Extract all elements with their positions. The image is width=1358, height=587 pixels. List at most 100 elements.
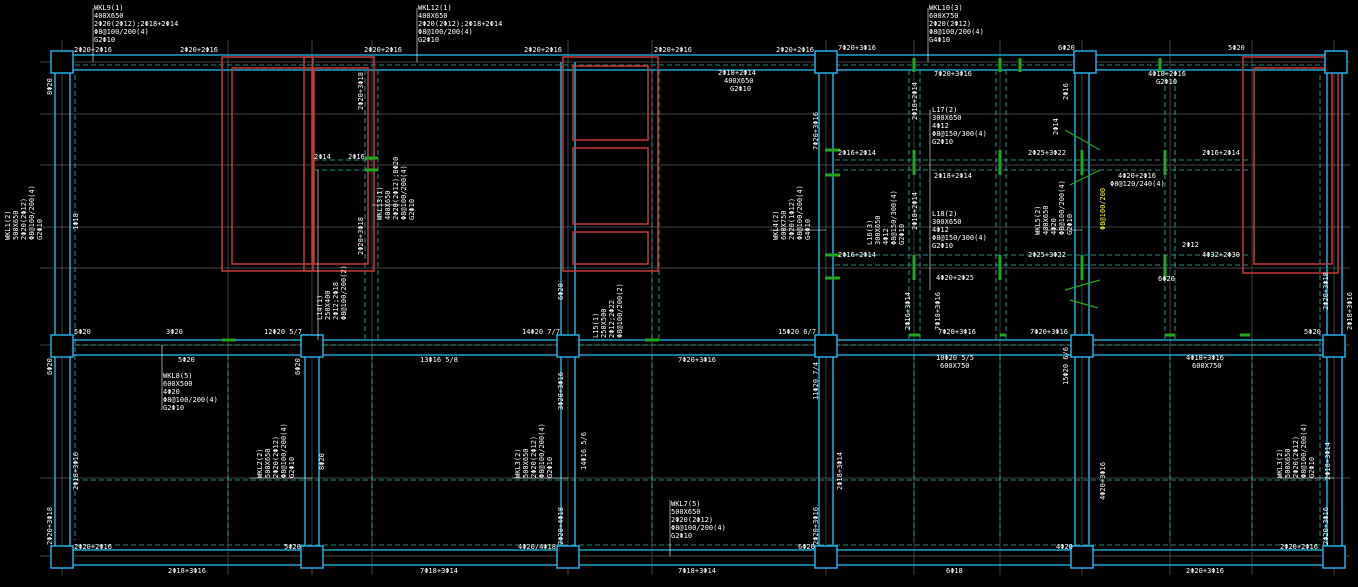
svg-text:2Φ18+2Φ14: 2Φ18+2Φ14 [911,192,919,230]
svg-text:2Φ18+3Φ16: 2Φ18+3Φ16 [72,452,80,490]
svg-text:2Φ20+2Φ16: 2Φ20+2Φ16 [524,46,562,54]
svg-text:G2Φ10: G2Φ10 [898,224,906,245]
svg-text:G2Φ10: G2Φ10 [546,457,554,478]
svg-text:2Φ12;2Φ22: 2Φ12;2Φ22 [608,300,616,338]
svg-text:13Φ16 5/8: 13Φ16 5/8 [420,356,458,364]
svg-text:2Φ20(2Φ12): 2Φ20(2Φ12) [929,20,971,28]
svg-text:2Φ20+2Φ16: 2Φ20+2Φ16 [74,46,112,54]
svg-text:4Φ20/4Φ18: 4Φ20/4Φ18 [518,543,556,551]
svg-text:Φ8@100/200(4): Φ8@100/200(4) [929,28,984,36]
svg-text:2Φ18+3Φ16: 2Φ18+3Φ16 [168,567,206,575]
svg-text:2Φ20(2Φ12): 2Φ20(2Φ12) [20,198,28,240]
svg-text:2Φ20(2Φ12): 2Φ20(2Φ12) [530,436,538,478]
frame-beams [54,54,1343,566]
svg-text:4Φ12: 4Φ12 [882,228,890,245]
svg-text:G2Φ10: G2Φ10 [94,36,115,44]
svg-text:4Φ20+2Φ25: 4Φ20+2Φ25 [936,274,974,282]
svg-text:2Φ20+2Φ16: 2Φ20+2Φ16 [1280,543,1318,551]
svg-text:4Φ20+3Φ16: 4Φ20+3Φ16 [1099,462,1107,500]
rebar-highlights [222,58,1250,342]
secondary-beams [74,64,1330,546]
svg-text:2Φ16+2Φ14: 2Φ16+2Φ14 [838,251,876,259]
svg-text:250X400: 250X400 [324,290,332,320]
svg-text:2Φ20(2Φ12);2Φ18+2Φ14: 2Φ20(2Φ12);2Φ18+2Φ14 [418,20,502,28]
svg-text:5Φ20: 5Φ20 [1228,44,1245,52]
svg-text:2Φ20+3Φ18: 2Φ20+3Φ18 [1322,272,1330,310]
axis-grid [40,40,1350,575]
svg-text:Φ8@150/300(4): Φ8@150/300(4) [932,130,987,138]
svg-text:6Φ18: 6Φ18 [946,567,963,575]
svg-text:2Φ20+2Φ16: 2Φ20+2Φ16 [180,46,218,54]
svg-text:Φ8@100/200(4): Φ8@100/200(4) [1058,180,1066,235]
svg-text:400X650: 400X650 [418,12,448,20]
svg-text:400X650: 400X650 [1042,205,1050,235]
svg-text:4Φ12: 4Φ12 [932,226,949,234]
svg-text:7Φ20+3Φ16: 7Φ20+3Φ16 [934,70,972,78]
svg-text:250X500: 250X500 [600,308,608,338]
svg-text:4Φ18+3Φ16: 4Φ18+3Φ16 [1186,354,1224,362]
highlighted-stirrup-label: Φ8@100/200 [1099,188,1107,230]
beam-annotation-wkl4: WKL4(2) 600X750 2Φ20(1Φ12) Φ8@100/200(4)… [772,185,812,240]
svg-text:5Φ20: 5Φ20 [74,328,91,336]
svg-text:2Φ20+3Φ18: 2Φ20+3Φ18 [357,217,365,255]
svg-text:L14(1): L14(1) [316,295,324,320]
svg-text:G2Φ10: G2Φ10 [288,457,296,478]
svg-text:Φ8@100/200(4): Φ8@100/200(4) [28,185,36,240]
svg-text:1Φ18: 1Φ18 [72,213,80,230]
rebar-labels-bottom: 2Φ20+2Φ16 5Φ20 4Φ20/4Φ18 6Φ20 4Φ20 2Φ20+… [74,543,1318,575]
svg-text:Φ8@100/200(2): Φ8@100/200(2) [616,283,624,338]
svg-text:7Φ20+3Φ16: 7Φ20+3Φ16 [812,112,820,150]
svg-text:4Φ20: 4Φ20 [1050,218,1058,235]
svg-text:400X650: 400X650 [724,77,754,85]
svg-text:G2Φ10: G2Φ10 [163,404,184,412]
svg-text:G2Φ10: G2Φ10 [418,36,439,44]
svg-text:7Φ18+3Φ14: 7Φ18+3Φ14 [420,567,458,575]
svg-text:Φ8@150/300(4): Φ8@150/300(4) [890,190,898,245]
svg-text:400X650: 400X650 [384,190,392,220]
svg-text:12Φ20 5/7: 12Φ20 5/7 [264,328,302,336]
svg-text:300X650: 300X650 [932,218,962,226]
svg-text:6Φ20: 6Φ20 [1058,44,1075,52]
svg-text:2Φ20+3Φ16: 2Φ20+3Φ16 [1322,507,1330,545]
svg-text:G4Φ10: G4Φ10 [804,219,812,240]
svg-text:2Φ25+3Φ22: 2Φ25+3Φ22 [1028,251,1066,259]
svg-text:4Φ20: 4Φ20 [163,388,180,396]
svg-text:WKL2(2): WKL2(2) [256,448,264,478]
svg-text:300X650: 300X650 [932,114,962,122]
svg-text:600X750: 600X750 [780,210,788,240]
svg-text:2Φ20+3Φ16: 2Φ20+3Φ16 [812,507,820,545]
beam-annotation-wkl10: WKL10(3) 600X750 2Φ20(2Φ12) Φ8@100/200(4… [929,4,984,44]
svg-text:WKL13(1): WKL13(1) [376,186,384,220]
svg-text:WKL12(1): WKL12(1) [418,4,452,12]
svg-text:2Φ18+3Φ14: 2Φ18+3Φ14 [836,452,844,490]
beam-annotation-wkl3: WKL3(2) 500X650 2Φ20(2Φ12) Φ8@100/200(4)… [514,423,554,478]
svg-text:15Φ20 6/7: 15Φ20 6/7 [778,328,816,336]
svg-text:4Φ12: 4Φ12 [932,122,949,130]
svg-text:6Φ20: 6Φ20 [557,283,565,300]
svg-text:7Φ20+3Φ16: 7Φ20+3Φ16 [678,356,716,364]
svg-text:2Φ20(1Φ12): 2Φ20(1Φ12) [788,198,796,240]
leader-lines [92,8,1334,556]
svg-text:WKL9(1): WKL9(1) [94,4,124,12]
svg-text:600X750: 600X750 [1192,362,1222,370]
svg-text:14Φ16 5/6: 14Φ16 5/6 [580,432,588,470]
beam-annotation-wkl9: WKL9(1) 400X650 2Φ20(2Φ12);2Φ18+2Φ14 Φ8@… [94,4,178,44]
svg-text:G2Φ10: G2Φ10 [1066,214,1074,235]
beam-annotation-wkl8: WKL8(5) 600X500 4Φ20 Φ8@100/200(4) G2Φ10 [163,372,218,412]
svg-text:3Φ20: 3Φ20 [166,328,183,336]
beam-annotation-l14: L14(1) 250X400 2Φ12;2Φ18 Φ8@100/200(2) [316,265,348,320]
svg-text:2Φ18+2Φ14: 2Φ18+2Φ14 [718,69,756,77]
svg-text:G2Φ10: G2Φ10 [932,242,953,250]
svg-text:500X650: 500X650 [12,210,20,240]
svg-text:WKL5(2): WKL5(2) [1034,205,1042,235]
svg-text:Φ8@100/200(4): Φ8@100/200(4) [280,423,288,478]
rebar-labels-top: 2Φ20+2Φ16 2Φ20+2Φ16 2Φ20+2Φ16 2Φ20+2Φ16 … [74,44,1245,54]
rebar-labels-mid: 5Φ20 3Φ20 12Φ20 5/7 14Φ20 7/7 15Φ20 6/7 … [74,328,1321,370]
svg-text:15Φ20 6/6: 15Φ20 6/6 [1062,347,1070,385]
beam-annotation-l18: L18(2) 300X650 4Φ12 Φ8@150/300(4) G2Φ10 [932,210,987,250]
svg-text:WKL3(2): WKL3(2) [514,448,522,478]
svg-text:500X650: 500X650 [264,448,272,478]
svg-text:2Φ16+3Φ14: 2Φ16+3Φ14 [904,292,912,330]
svg-text:14Φ20 7/7: 14Φ20 7/7 [522,328,560,336]
